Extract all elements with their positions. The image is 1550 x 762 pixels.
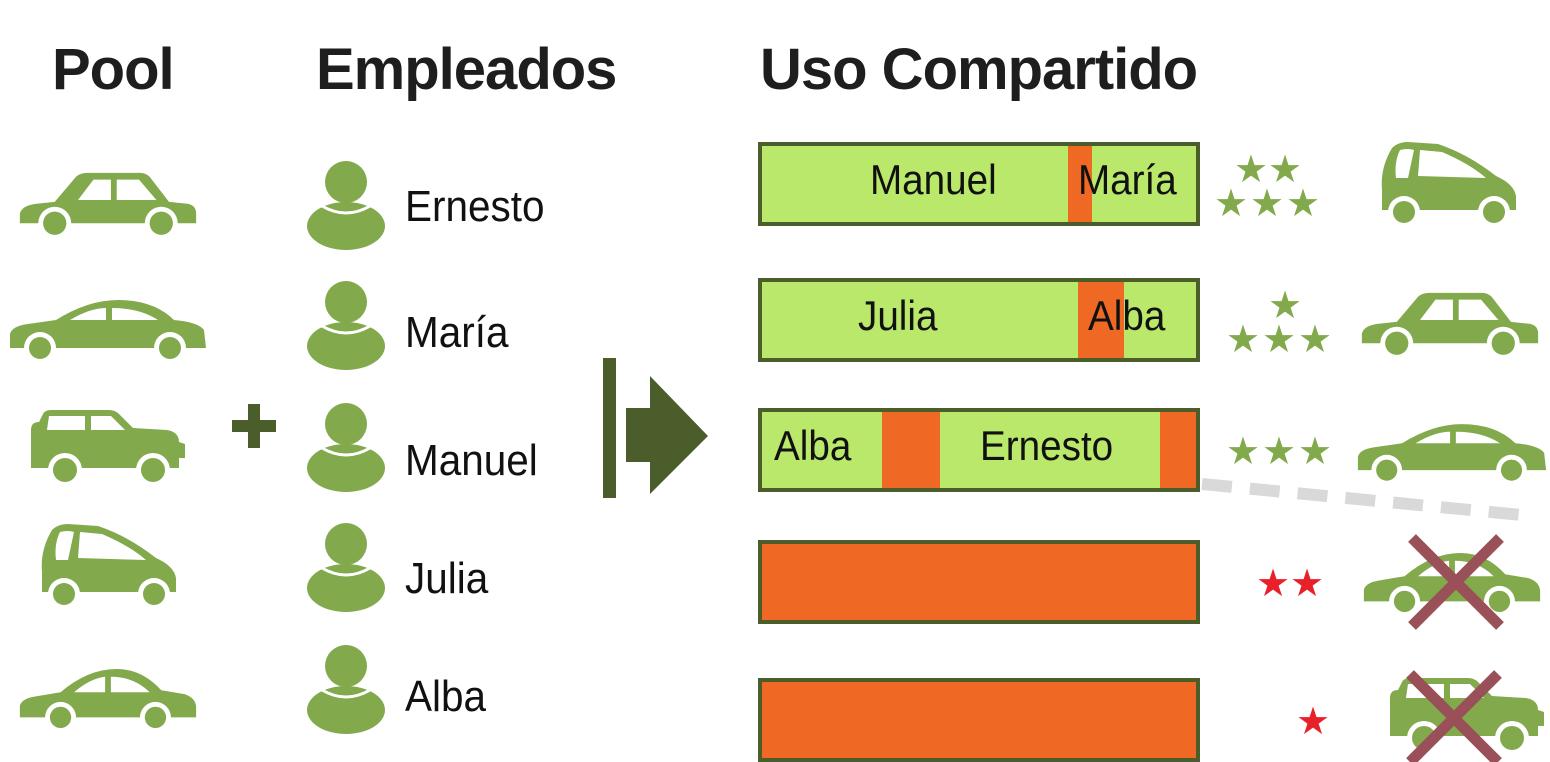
bar-label: Julia: [858, 292, 938, 339]
star-icon: ★: [1298, 317, 1333, 361]
usage-bar: Julia Alba: [758, 278, 1200, 362]
employee-name: Ernesto: [405, 182, 545, 231]
pool-heading: Pool: [52, 37, 175, 102]
smart-car-icon: [38, 522, 178, 612]
employee-name: Alba: [405, 672, 487, 721]
employee-name: Julia: [405, 554, 489, 603]
star-icon: ★: [1262, 429, 1297, 473]
idle-segment: [1068, 146, 1092, 222]
person-icon: [306, 280, 386, 370]
person-icon: [306, 402, 386, 492]
smart-car-icon: [1378, 140, 1518, 230]
compact-car-icon: [16, 664, 200, 734]
plus-icon: [232, 404, 276, 448]
star-icon: ★: [1286, 181, 1321, 225]
star-icon: ★: [1234, 147, 1269, 191]
idle-segment: [882, 412, 940, 488]
star-icon: ★: [1214, 181, 1249, 225]
sedan-car-icon: [1356, 414, 1548, 486]
star-icon: ★: [1268, 283, 1303, 327]
sedan-car-icon: [8, 292, 208, 362]
idle-segment: [1160, 412, 1196, 488]
bar-label: Alba: [1088, 292, 1166, 339]
star-icon: ★: [1262, 317, 1297, 361]
star-icon: ★: [1256, 561, 1291, 605]
suv-car-icon: [26, 408, 188, 488]
arrow-right-icon: [603, 358, 708, 498]
bar-label: Ernesto: [980, 422, 1114, 469]
bar-label: María: [1078, 156, 1177, 203]
star-icon: ★: [1226, 429, 1261, 473]
usage-bar: [758, 540, 1200, 624]
star-icon: ★: [1296, 699, 1331, 743]
person-icon: [306, 160, 386, 250]
bar-label: Alba: [774, 422, 852, 469]
star-icon: ★: [1250, 181, 1285, 225]
shared-use-heading: Uso Compartido: [760, 37, 1198, 102]
person-icon: [306, 644, 386, 734]
rating-stars: ★ ★ ★: [1224, 432, 1344, 476]
usage-bar: Manuel María: [758, 142, 1200, 226]
hatchback-car-icon: [16, 160, 200, 240]
rating-stars: ★: [1294, 702, 1338, 746]
usage-bar: Alba Ernesto: [758, 408, 1200, 492]
cross-icon: [1408, 534, 1504, 630]
rating-stars: ★ ★: [1254, 564, 1344, 608]
separator-dashed-line: [1201, 478, 1533, 522]
employee-name: Manuel: [405, 436, 538, 485]
cross-icon: [1406, 670, 1502, 762]
star-icon: ★: [1226, 317, 1261, 361]
bar-label: Manuel: [870, 156, 997, 203]
usage-bar: [758, 678, 1200, 762]
idle-segment: [1078, 282, 1124, 358]
star-icon: ★: [1268, 147, 1303, 191]
employee-name: María: [405, 308, 509, 357]
rating-stars: ★ ★ ★ ★: [1224, 286, 1344, 366]
rating-stars: ★ ★ ★ ★ ★: [1212, 150, 1342, 230]
hatchback-car-icon: [1358, 280, 1542, 360]
person-icon: [306, 522, 386, 612]
star-icon: ★: [1290, 561, 1325, 605]
employees-heading: Empleados: [316, 37, 617, 102]
star-icon: ★: [1298, 429, 1333, 473]
